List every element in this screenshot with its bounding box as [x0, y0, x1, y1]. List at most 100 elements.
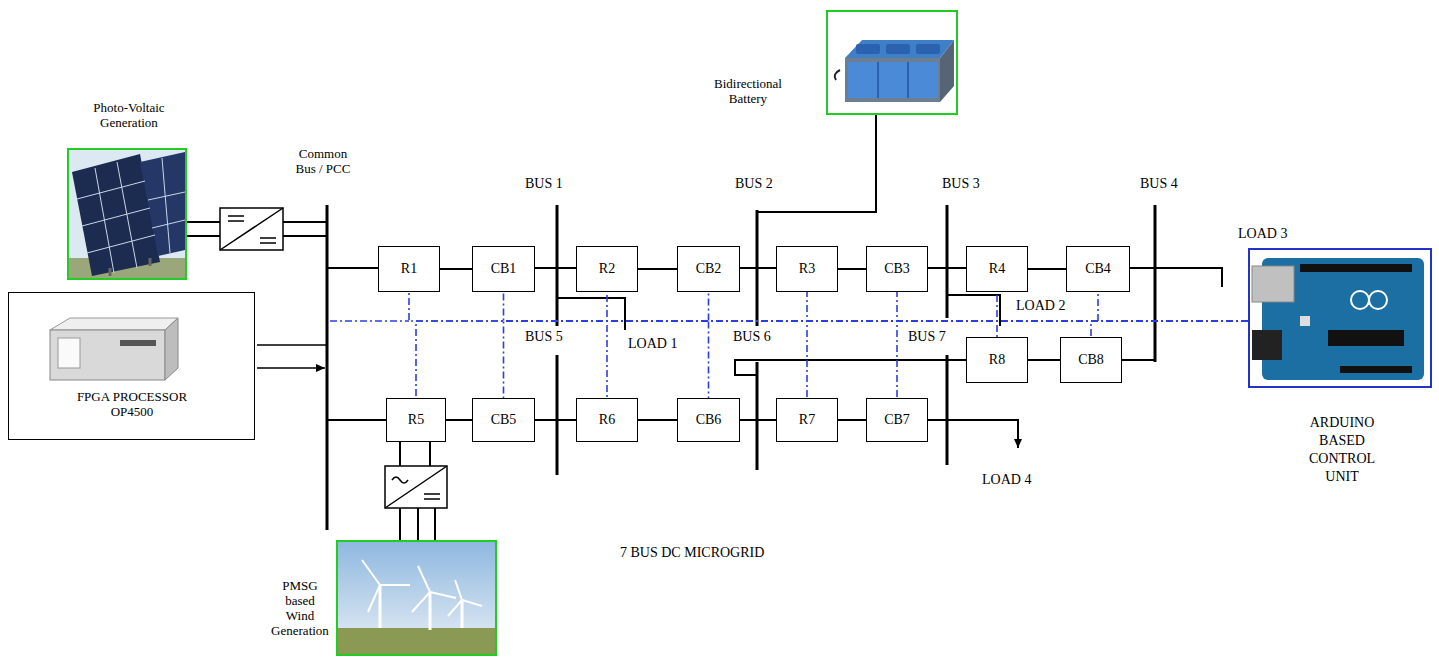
control-signal-line: [709, 321, 1249, 398]
fpga-illustration: [50, 318, 178, 380]
dc-dc-converter: [220, 208, 283, 250]
pv-illustration-part: [140, 152, 185, 256]
node-heading: FPGA PROCESSOR OP4500: [67, 389, 197, 419]
load-label: LOAD 3: [1238, 226, 1287, 242]
control-signal-line: [607, 292, 1248, 321]
bus-label: BUS 5: [525, 329, 563, 345]
node-label: R1: [401, 261, 417, 277]
battery-illustration-part: [916, 44, 940, 54]
fpga-illustration-part: [120, 340, 156, 346]
wind-illustration-part: [338, 628, 495, 654]
bus-label: BUS 6: [733, 329, 771, 345]
control-line: [330, 320, 409, 322]
bus-label: Common Bus / PCC: [292, 146, 354, 176]
load-label: LOAD 4: [982, 472, 1031, 488]
node-label: R7: [799, 412, 815, 428]
node-label: R2: [599, 261, 615, 277]
relay-box: R5: [386, 398, 446, 442]
control-signal-line: [607, 321, 1248, 398]
fpga-illustration-part: [165, 318, 178, 380]
power-wires-part: [257, 345, 327, 368]
breaker-box: CB8: [1060, 337, 1122, 383]
relay-box: R8: [966, 337, 1028, 383]
control-signal-line: [807, 321, 1248, 398]
node-label: R8: [989, 352, 1005, 368]
wind-generation-box: PMSG based Wind Generation: [336, 540, 497, 656]
ac-dc-converter-part: [392, 477, 408, 483]
node-label: CB5: [491, 412, 517, 428]
control-signal-line: [997, 321, 1248, 337]
breaker-box: CB4: [1066, 246, 1130, 292]
arduino-illustration: [1252, 258, 1424, 380]
control-signal-line: [997, 292, 1248, 321]
bus-label: BUS 3: [942, 176, 980, 192]
node-label: R4: [989, 261, 1005, 277]
control-signal-line: [1091, 321, 1248, 337]
battery-illustration-part: [835, 70, 840, 80]
ac-dc-converter-part: [385, 466, 447, 508]
node-label: R6: [599, 412, 615, 428]
bus-label: BUS 1: [525, 176, 563, 192]
control-signal-line: [416, 321, 1248, 398]
power-connector: [1028, 359, 1060, 361]
breaker-box: CB6: [677, 398, 740, 442]
power-connector: [638, 419, 677, 421]
power-connector: [446, 419, 472, 421]
power-connector: [1028, 268, 1066, 270]
bus-label: BUS 7: [908, 329, 946, 345]
arduino-illustration-part: [1340, 366, 1412, 373]
pv-illustration-part: [148, 158, 185, 253]
node-label: CB1: [491, 261, 517, 277]
fpga-illustration-part: [58, 338, 80, 368]
node-label: R3: [799, 261, 815, 277]
battery-illustration-part: [856, 44, 880, 54]
relay-box: R4: [966, 246, 1028, 292]
arduino-illustration-part: [1300, 316, 1310, 326]
bus-label: BUS 4: [1140, 176, 1178, 192]
control-signal-line: [1098, 292, 1248, 321]
battery-illustration-part: [886, 44, 910, 54]
relay-box: R6: [576, 398, 638, 442]
ac-dc-converter: [385, 466, 447, 508]
pv-illustration-part: [110, 258, 150, 276]
arduino-illustration-part: [1252, 266, 1294, 302]
dc-dc-converter-part: [220, 208, 283, 250]
fpga-illustration-part: [50, 330, 165, 380]
power-wires-part: [557, 268, 1222, 448]
relay-box: R3: [776, 246, 838, 292]
arduino-illustration-part: [1300, 264, 1412, 272]
battery-illustration-part: [845, 58, 940, 102]
power-connector: [838, 268, 866, 270]
breaker-box: CB5: [472, 398, 535, 442]
load-label: LOAD 2: [1016, 298, 1065, 314]
control-signal-line: [897, 321, 1248, 398]
relay-box: R1: [378, 246, 440, 292]
control-signal-line: [709, 292, 1249, 321]
battery-illustration-part: [848, 62, 938, 98]
wind-illustration-part: [338, 542, 495, 654]
node-heading: PMSG based Wind Generation: [270, 578, 330, 638]
breaker-box: CB7: [866, 398, 928, 442]
load-label: LOAD 1: [628, 336, 677, 352]
wind-illustration-part: [448, 580, 482, 616]
power-connector: [638, 268, 677, 270]
battery-illustration: [835, 40, 954, 102]
relay-box: R2: [576, 246, 638, 292]
arduino-illustration-part: [1369, 291, 1387, 309]
node-label: CB7: [884, 412, 910, 428]
battery-illustration-part: [845, 40, 954, 58]
power-connector: [838, 419, 866, 421]
dc-dc-converter-part: [220, 208, 283, 250]
fpga-illustration-part: [50, 318, 178, 330]
battery-box: Bidirectional Battery: [826, 10, 958, 115]
power-wires-part: [327, 205, 1155, 530]
control-signal-line: [409, 292, 1248, 321]
breaker-box: CB1: [472, 246, 535, 292]
control-unit-box: ARDUINO BASED CONTROL UNIT: [1248, 248, 1432, 388]
node-label: CB8: [1078, 352, 1104, 368]
pv-generation-box: Photo-Voltaic Generation: [67, 148, 187, 280]
bus-label: BUS 2: [735, 176, 773, 192]
breaker-box: CB3: [866, 246, 928, 292]
processor-box: FPGA PROCESSOR OP4500: [8, 292, 255, 440]
wind-illustration-part: [412, 566, 456, 612]
